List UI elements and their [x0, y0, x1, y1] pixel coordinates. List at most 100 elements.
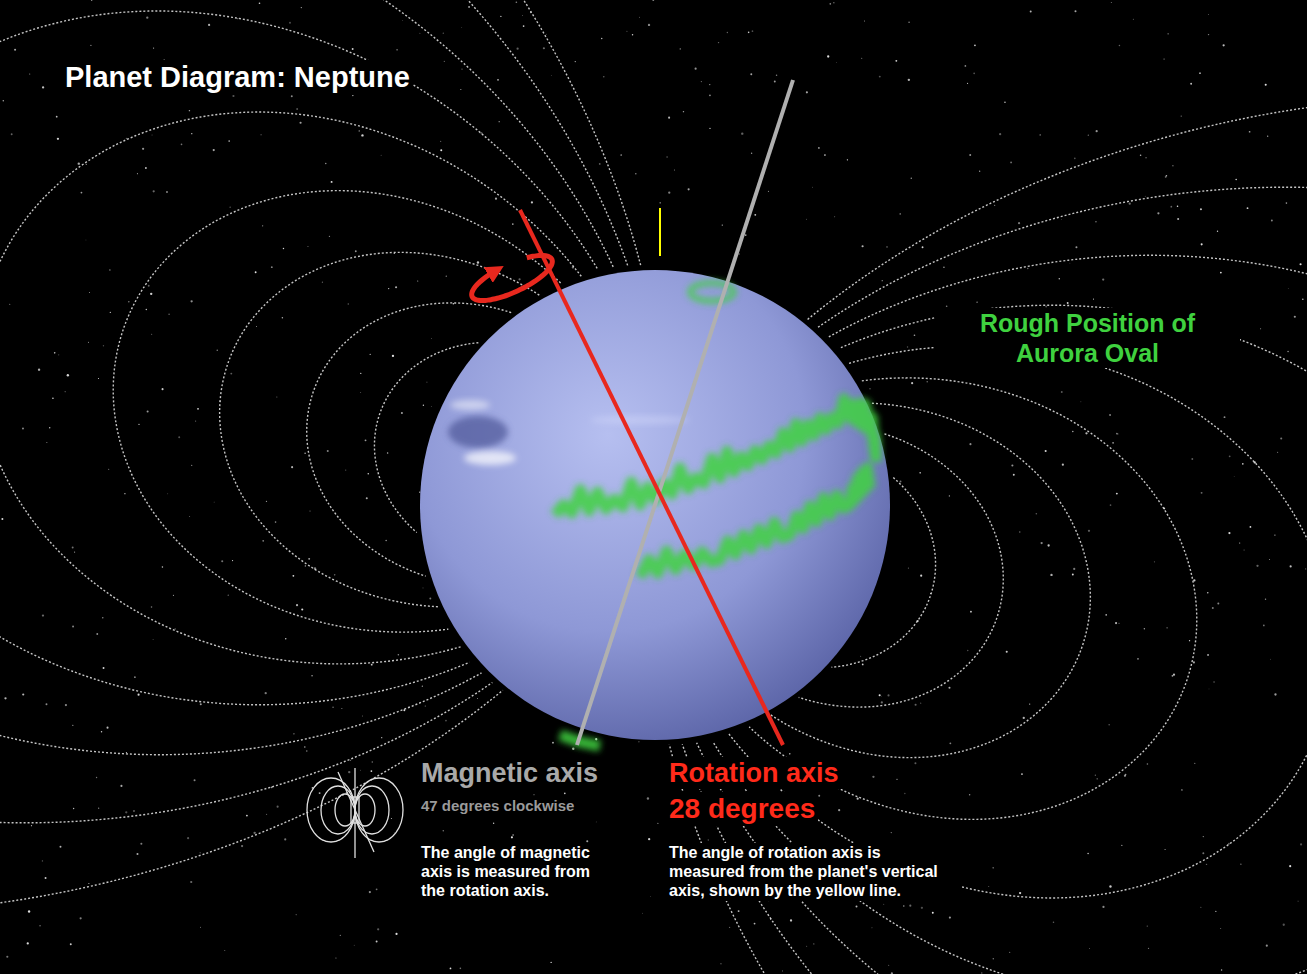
label-slot: Rough Position of Aurora Oval	[935, 308, 1240, 368]
star	[1102, 278, 1104, 280]
icon-loop	[335, 794, 355, 826]
star	[856, 906, 858, 908]
star	[1260, 328, 1261, 329]
star	[493, 823, 494, 824]
star	[1, 518, 3, 520]
star	[1166, 175, 1168, 177]
star	[1229, 455, 1231, 457]
star	[371, 664, 373, 666]
star	[1277, 451, 1279, 453]
star	[648, 24, 650, 26]
star	[232, 95, 234, 97]
star	[1087, 853, 1088, 854]
star	[522, 15, 524, 17]
star	[284, 838, 286, 840]
star	[1266, 945, 1268, 947]
star	[883, 903, 885, 905]
star	[909, 905, 911, 907]
star	[729, 927, 730, 928]
star	[348, 303, 349, 304]
star	[1124, 775, 1126, 777]
star	[395, 933, 397, 935]
star	[1097, 778, 1098, 779]
star	[460, 968, 462, 970]
star	[922, 246, 924, 248]
star	[1105, 614, 1107, 616]
star	[443, 830, 444, 831]
star	[1144, 628, 1145, 629]
star	[908, 22, 909, 23]
star	[395, 286, 397, 288]
star	[322, 282, 323, 283]
star	[1163, 58, 1164, 59]
star	[391, 818, 392, 819]
star	[1305, 568, 1306, 569]
star	[28, 910, 30, 912]
star	[1125, 774, 1127, 776]
star	[824, 154, 826, 156]
star	[500, 16, 501, 17]
star	[370, 354, 371, 355]
star	[1018, 222, 1020, 224]
star	[993, 867, 994, 868]
star	[124, 493, 125, 494]
star	[460, 89, 461, 90]
star	[359, 769, 361, 771]
star	[1181, 116, 1182, 117]
star	[599, 163, 601, 165]
star	[967, 83, 968, 84]
star	[309, 510, 310, 511]
star	[745, 234, 747, 236]
star	[151, 134, 153, 136]
angle-note: 47 degrees clockwise	[418, 797, 577, 815]
aurora-label: Rough Position of Aurora Oval	[935, 308, 1240, 368]
star	[262, 225, 263, 226]
star	[200, 703, 202, 705]
axis-label: Magnetic axis	[418, 757, 601, 789]
star	[861, 58, 862, 59]
star	[253, 832, 255, 834]
star	[190, 881, 192, 883]
star	[152, 638, 154, 640]
star	[1096, 130, 1098, 132]
star	[967, 650, 968, 651]
star	[295, 914, 297, 916]
icon-loop	[355, 786, 389, 834]
star	[601, 38, 602, 39]
star	[401, 412, 403, 414]
star	[392, 355, 394, 357]
star	[1280, 437, 1282, 439]
star	[96, 777, 97, 778]
star	[419, 32, 421, 34]
star	[292, 575, 294, 577]
star	[720, 963, 721, 964]
star	[42, 86, 44, 88]
star	[965, 65, 967, 67]
star	[426, 381, 428, 383]
star	[969, 794, 970, 795]
star	[1247, 207, 1249, 209]
star	[639, 16, 641, 18]
star	[271, 266, 273, 268]
star	[1224, 416, 1226, 418]
star	[1290, 565, 1292, 567]
star	[446, 276, 447, 277]
star	[533, 794, 534, 795]
star	[398, 654, 400, 656]
star	[970, 611, 972, 613]
star	[1019, 531, 1020, 532]
star	[91, 0, 92, 1]
star	[1283, 924, 1285, 926]
star	[1170, 206, 1172, 208]
star	[806, 945, 808, 947]
star	[1109, 885, 1111, 887]
star	[1132, 18, 1134, 20]
star	[1177, 218, 1179, 220]
star	[1112, 442, 1114, 444]
star	[833, 2, 834, 3]
star	[1088, 530, 1090, 532]
star	[1119, 45, 1121, 47]
star	[262, 540, 264, 542]
star	[329, 236, 330, 237]
star	[754, 214, 756, 216]
